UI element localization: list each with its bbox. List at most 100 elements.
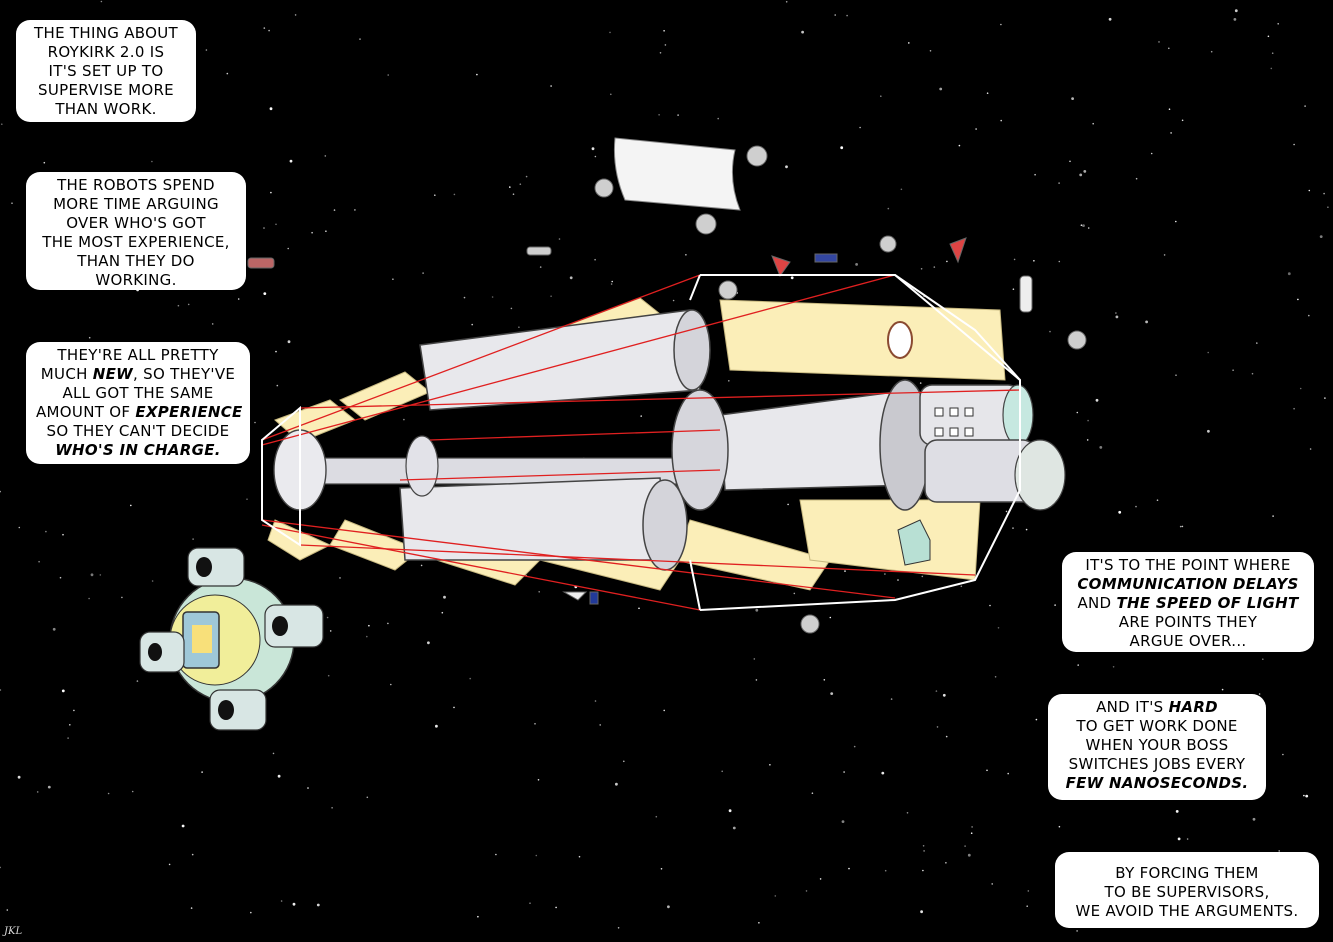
star (45, 530, 47, 533)
star (88, 597, 90, 600)
caption-line: SWITCHES JOBS EVERY (1068, 755, 1246, 773)
star (329, 630, 332, 632)
star (986, 92, 989, 94)
star (975, 128, 977, 130)
star (929, 50, 932, 52)
star (997, 627, 1000, 629)
caption-line: IT'S TO THE POINT WHERE (1085, 556, 1291, 574)
star (1308, 314, 1310, 317)
star (758, 922, 760, 924)
star (275, 223, 277, 226)
caption-line: MORE TIME ARGUING (53, 195, 219, 213)
star (1058, 182, 1060, 184)
star (1181, 119, 1184, 122)
star (331, 807, 333, 809)
star (920, 910, 923, 914)
caption-line: TO BE SUPERVISORS, (1104, 883, 1270, 901)
star (1305, 794, 1309, 798)
star (555, 906, 557, 909)
robot-icon (879, 235, 897, 253)
robot-icon (594, 178, 614, 198)
star (1186, 838, 1189, 840)
star (640, 415, 642, 417)
caption-line: WHO'S IN CHARGE. (55, 441, 221, 459)
star (785, 165, 788, 169)
star (289, 159, 293, 163)
star (1270, 67, 1273, 70)
robot-icon (800, 614, 820, 634)
star (469, 677, 472, 680)
artist-signature: JKL (4, 926, 23, 937)
star (287, 247, 290, 250)
star (1150, 152, 1153, 155)
star (1054, 604, 1056, 606)
star (1163, 254, 1166, 256)
star (958, 144, 961, 147)
star (525, 175, 528, 178)
star (939, 87, 943, 91)
caption-box-supervise: THE THING ABOUT ROYKIRK 2.0 IS IT'S SET … (16, 20, 196, 122)
star (387, 74, 390, 76)
star (491, 296, 494, 298)
star (1271, 52, 1274, 54)
star (594, 700, 597, 702)
star (280, 900, 283, 902)
star (535, 854, 538, 857)
caption-box-speed-of-light: IT'S TO THE POINT WHERE COMMUNICATION DE… (1062, 552, 1314, 652)
star (793, 592, 796, 595)
robot-icon (589, 591, 599, 605)
star (790, 276, 794, 280)
caption-box-nanoseconds: AND IT'S HARD TO GET WORK DONE WHEN YOUR… (1048, 694, 1266, 800)
star (359, 38, 361, 40)
star (1058, 825, 1061, 828)
star (664, 44, 667, 46)
star (923, 850, 925, 852)
star (1210, 50, 1213, 53)
star (920, 268, 923, 270)
star (1025, 528, 1028, 531)
star (534, 723, 536, 725)
star (107, 792, 110, 795)
star (1049, 330, 1051, 333)
star (1135, 177, 1138, 180)
star (537, 779, 540, 781)
star (1079, 173, 1083, 177)
star (0, 866, 1, 869)
robot-icon (562, 591, 588, 601)
star (1115, 312, 1117, 314)
star (946, 260, 948, 263)
star (609, 31, 611, 34)
star (1099, 446, 1103, 449)
star (269, 107, 273, 111)
robot-icon (526, 246, 552, 256)
star (1221, 688, 1224, 691)
star (921, 575, 924, 578)
star (960, 585, 963, 588)
star (192, 538, 194, 540)
caption-line: WHEN YOUR BOSS (1085, 736, 1229, 754)
star (830, 692, 834, 695)
star (667, 905, 670, 909)
star (205, 49, 208, 51)
star (880, 95, 882, 97)
star (67, 737, 69, 739)
star (69, 724, 71, 726)
caption-line: SO THEY CAN'T DECIDE (46, 422, 230, 440)
star (1034, 173, 1036, 176)
robot-icon (746, 145, 768, 167)
star (237, 298, 240, 300)
star (728, 380, 730, 382)
star (594, 258, 596, 261)
caption-line: TO GET WORK DONE (1076, 717, 1238, 735)
star (1013, 258, 1016, 261)
caption-line: IT'S SET UP TO (48, 62, 164, 80)
star (190, 907, 193, 909)
star (387, 622, 389, 625)
star (569, 276, 573, 280)
caption-line: THAN THEY DO (77, 252, 195, 270)
star (994, 676, 997, 678)
pod-ship-icon (139, 547, 324, 731)
star (1175, 374, 1177, 377)
star (663, 709, 665, 712)
